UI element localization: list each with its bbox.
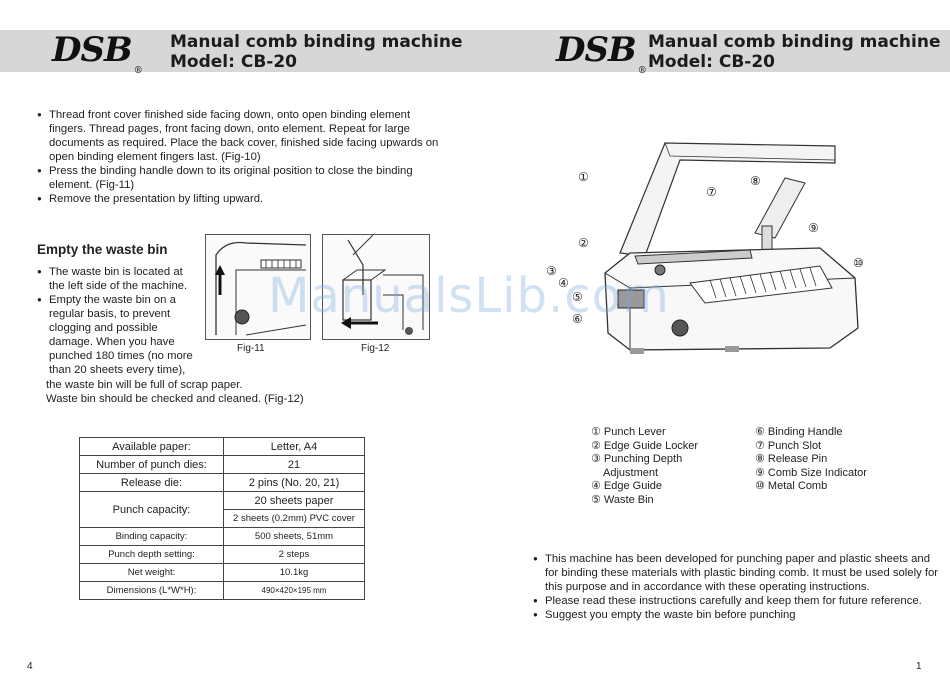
callout-6: ⑥ [572,312,583,326]
callout-10: ⑩ [853,256,864,270]
spec-label: Net weight: [79,563,224,582]
callout-7: ⑦ [706,185,717,199]
page-number-right: 1 [916,661,922,672]
part-label: ⑩ Metal Comb [755,480,828,492]
waste-bin-heading: Empty the waste bin [37,242,168,257]
part-label: ④ Edge Guide [591,480,663,492]
parts-legend-left: ① Punch Lever ② Edge Guide Locker ③ Punc… [591,426,698,507]
dsb-logo-right: DSB® [556,30,647,76]
parts-legend-right: ⑥ Binding Handle ⑦ Punch Slot ⑧ Release … [755,426,867,494]
instruction-item: Remove the presentation by lifting upwar… [37,192,447,206]
spec-value: 2 pins (No. 20, 21) [223,473,365,492]
machine-illustration [570,138,870,368]
dsb-logo-left: DSB® [52,30,143,76]
part-label: ⑥ Binding Handle [755,426,843,438]
watermark: ManualsLib.com [268,268,670,324]
spec-label: Number of punch dies: [79,455,224,474]
fig-11-caption: Fig-11 [237,343,265,354]
part-label: ⑤ Waste Bin [591,493,654,506]
spec-value: 490×420×195 mm [223,581,365,600]
table-row: Binding capacity: 500 sheets, 51mm [79,527,365,546]
callout-1: ① [578,170,589,184]
waste-bin-list: The waste bin is located at the left sid… [37,265,197,377]
page-number-left: 4 [27,661,33,672]
waste-bin-tail: the waste bin will be full of scrap pape… [46,379,304,405]
spec-label: Release die: [79,473,224,492]
fig-12-caption: Fig-12 [361,343,390,354]
instruction-item: Press the binding handle down to its ori… [37,164,447,192]
spec-value: 20 sheets paper [223,491,365,510]
waste-bin-item: Empty the waste bin on a regular basis, … [37,293,197,377]
spec-label: Available paper: [79,437,224,456]
instructions-list: Thread front cover finished side facing … [37,108,447,206]
table-row: Release die: 2 pins (No. 20, 21) [79,473,365,492]
spec-value: 10.1kg [223,563,365,582]
header-title-right: Manual comb binding machine Model: CB-20 [648,32,941,72]
fig-11-image [205,234,311,340]
table-row: Available paper: Letter, A4 [79,437,365,456]
spec-label: Dimensions (L*W*H): [79,581,224,600]
part-label: ⑦ Punch Slot [755,439,822,452]
spec-label: Binding capacity: [79,527,224,546]
spec-table: Available paper: Letter, A4 Number of pu… [79,437,365,600]
table-row: Punch capacity: 20 sheets paper [79,491,365,528]
spec-value: 2 steps [223,545,365,564]
spec-label: Punch capacity: [79,491,224,528]
callout-3: ③ [546,264,557,278]
part-label: ② Edge Guide Locker [591,439,699,452]
note-item: This machine has been developed for punc… [533,552,941,594]
fig-12-image [322,234,430,340]
callout-2: ② [578,236,589,250]
callout-5: ⑤ [572,290,583,304]
spec-value: Letter, A4 [223,437,365,456]
note-item: Suggest you empty the waste bin before p… [533,608,941,622]
spec-value: 21 [223,455,365,474]
waste-bin-item: The waste bin is located at the left sid… [37,265,197,293]
part-label: ⑧ Release Pin [755,453,828,465]
table-row: Net weight: 10.1kg [79,563,365,582]
header-band [0,30,950,72]
table-row: Number of punch dies: 21 [79,455,365,474]
spec-label: Punch depth setting: [79,545,224,564]
part-label: ③ Punching Depth [591,453,683,465]
note-item: Please read these instructions carefully… [533,594,941,608]
part-label: ⑨ Comb Size Indicator [755,466,867,479]
header-title-left: Manual comb binding machine Model: CB-20 [170,32,463,72]
part-label: ① Punch Lever [591,426,666,438]
instruction-item: Thread front cover finished side facing … [37,108,447,164]
table-row: Punch depth setting: 2 steps [79,545,365,564]
spec-value: 2 sheets (0.2mm) PVC cover [223,509,365,528]
usage-notes: This machine has been developed for punc… [533,552,941,622]
part-label: Adjustment [603,466,659,479]
spec-value: 500 sheets, 51mm [223,527,365,546]
callout-4: ④ [558,276,569,290]
table-row: Dimensions (L*W*H): 490×420×195 mm [79,581,365,600]
callout-9: ⑨ [808,221,819,235]
callout-8: ⑧ [750,174,761,188]
